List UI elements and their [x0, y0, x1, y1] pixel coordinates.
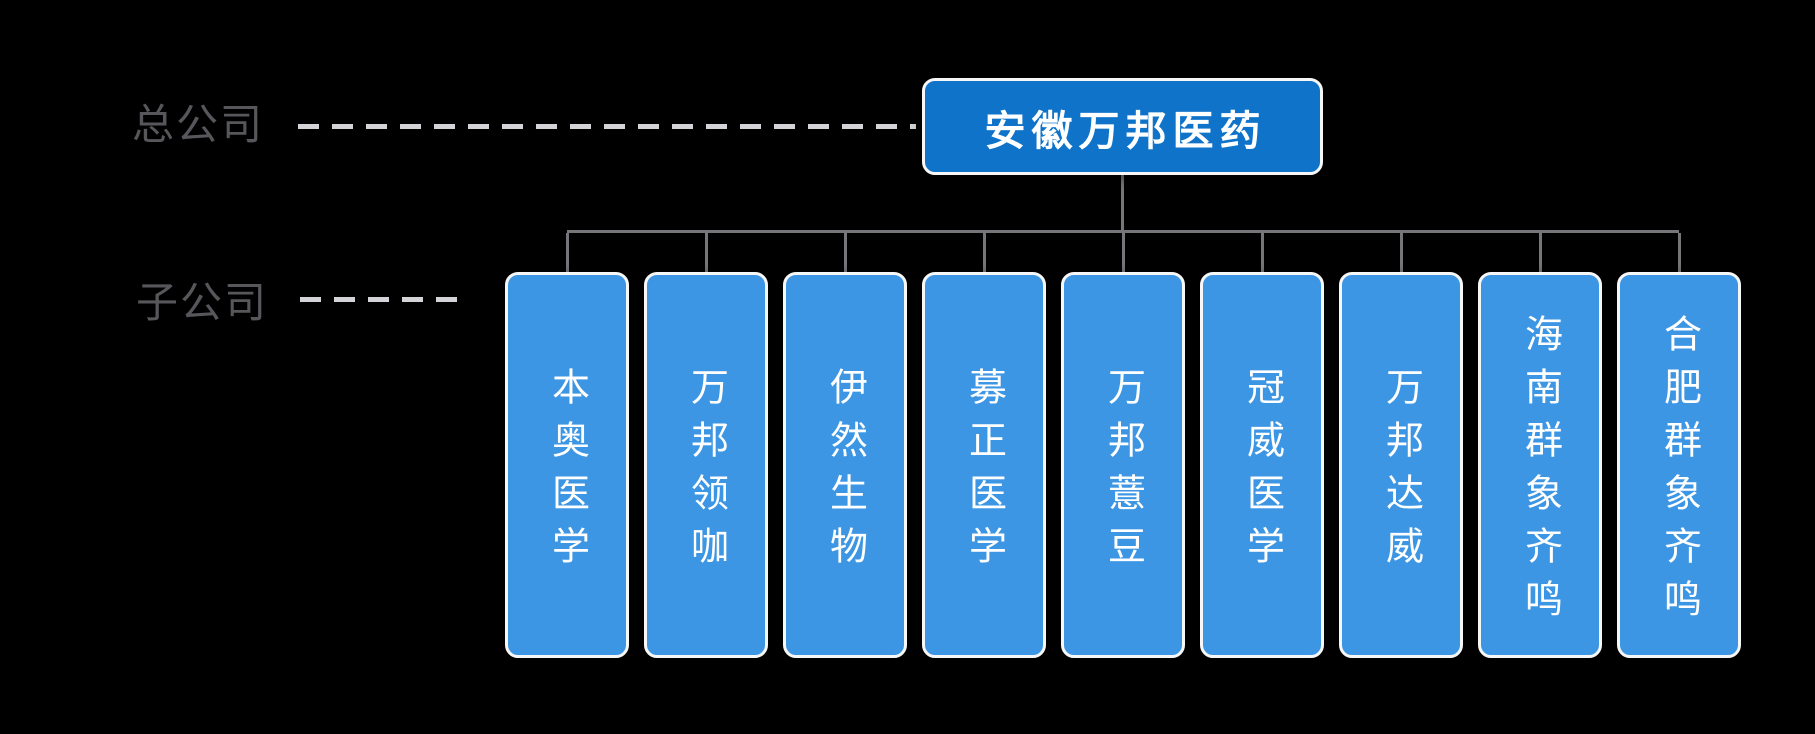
- subsidiary-cell: 本奥医学: [505, 233, 629, 658]
- connector-drop-line: [1399, 233, 1403, 272]
- subsidiary-cell: 募正医学: [922, 233, 1046, 658]
- subsidiary-cell: 伊然生物: [783, 233, 907, 658]
- connector-horizontal-line: [567, 230, 1679, 233]
- connector-drop-line: [1677, 233, 1681, 272]
- subsidiary-node-label: 万邦薏豆: [1101, 366, 1144, 579]
- subsidiary-cell: 冠威医学: [1200, 233, 1324, 658]
- subsidiary-node: 万邦薏豆: [1061, 272, 1185, 658]
- connector-drop-line: [982, 233, 986, 272]
- connector-drop-line: [704, 233, 708, 272]
- subsidiary-node: 本奥医学: [505, 272, 629, 658]
- subsidiary-node: 海南群象齐鸣: [1478, 272, 1602, 658]
- subsidiary-node-label: 伊然生物: [823, 366, 866, 579]
- subsidiary-node: 合肥群象齐鸣: [1617, 272, 1741, 658]
- subsidiary-node: 冠威医学: [1200, 272, 1324, 658]
- connector-drop-line: [1260, 233, 1264, 272]
- subsidiary-node-label: 本奥医学: [545, 366, 588, 579]
- subsidiary-node-label: 冠威医学: [1240, 366, 1283, 579]
- subsidiary-node-label: 万邦领咖: [684, 366, 727, 579]
- subsidiary-cell: 万邦达威: [1339, 233, 1463, 658]
- connector-drop-line: [843, 233, 847, 272]
- connector-drop-line: [565, 233, 569, 272]
- subsidiary-cell: 万邦领咖: [644, 233, 768, 658]
- subsidiary-node: 万邦达威: [1339, 272, 1463, 658]
- row-label-parent-company: 总公司: [132, 101, 265, 148]
- subsidiary-row-dashed-line: [300, 297, 458, 302]
- subsidiary-cell: 海南群象齐鸣: [1478, 233, 1602, 658]
- parent-company-node-label: 安徽万邦医药: [984, 107, 1267, 154]
- subsidiary-cell: 合肥群象齐鸣: [1617, 233, 1741, 658]
- subsidiaries-row: 本奥医学 万邦领咖 伊然生物 募正医学 万邦薏豆: [505, 233, 1741, 658]
- subsidiary-node: 伊然生物: [783, 272, 907, 658]
- subsidiary-node-label: 募正医学: [962, 366, 1005, 579]
- subsidiary-node-label: 海南群象齐鸣: [1518, 313, 1561, 632]
- parent-company-node: 安徽万邦医药: [922, 78, 1323, 175]
- subsidiary-cell: 万邦薏豆: [1061, 233, 1185, 658]
- parent-row-dashed-line: [298, 124, 916, 129]
- connector-root-stem: [1121, 173, 1124, 233]
- subsidiary-node: 募正医学: [922, 272, 1046, 658]
- subsidiary-node: 万邦领咖: [644, 272, 768, 658]
- row-label-subsidiary: 子公司: [136, 279, 269, 326]
- connector-drop-line: [1538, 233, 1542, 272]
- connector-drop-line: [1121, 233, 1125, 272]
- subsidiary-node-label: 合肥群象齐鸣: [1657, 313, 1700, 632]
- subsidiary-node-label: 万邦达威: [1379, 366, 1422, 579]
